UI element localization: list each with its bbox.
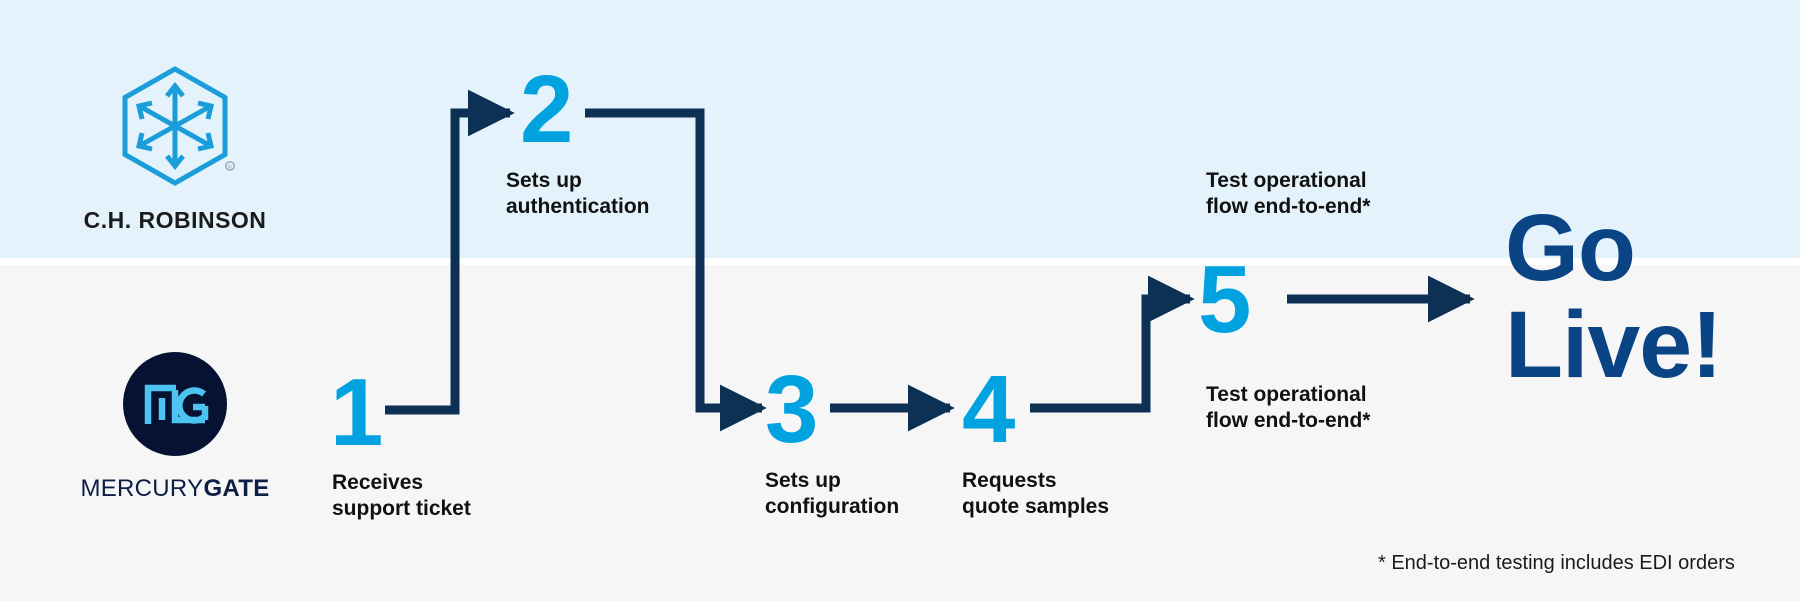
mercurygate-wordmark: MERCURYGATE [55,475,295,503]
chrobinson-lane-band [0,0,1800,258]
step-2-label: Sets up authentication [506,169,650,219]
footnote-text: * End-to-end testing includes EDI orders [1378,552,1735,574]
mercurygate-logo-block: MERCURYGATE [55,352,295,503]
mercurygate-circle-logo-icon [123,352,227,456]
step-5-label-above: Test operational flow end-to-end* [1206,169,1371,219]
mercurygate-wordmark-bold: GATE [203,475,270,502]
step-4-number: 4 [962,356,1015,463]
step-3-number: 3 [765,356,818,463]
step-3-label: Sets up configuration [765,469,900,519]
mercurygate-wordmark-light: MERCURY [80,475,204,502]
chrobinson-hexagon-logo-icon: R [122,66,235,186]
chrobinson-wordmark: C.H. ROBINSON [83,207,267,233]
go-live-outcome: Go Live! [1505,195,1723,398]
step-5-number: 5 [1198,246,1251,353]
svg-text:R: R [228,165,232,171]
chrobinson-logo-block: R C.H. ROBINSON [55,62,295,234]
step-1-label: Receives support ticket [332,471,471,521]
mercurygate-lane-band [0,265,1800,601]
step-5-label-below: Test operational flow end-to-end* [1206,383,1371,433]
lane-divider [0,258,1800,265]
step-1-number: 1 [330,359,383,466]
step-2-number: 2 [520,56,573,163]
step-4-label: Requests quote samples [962,469,1110,519]
